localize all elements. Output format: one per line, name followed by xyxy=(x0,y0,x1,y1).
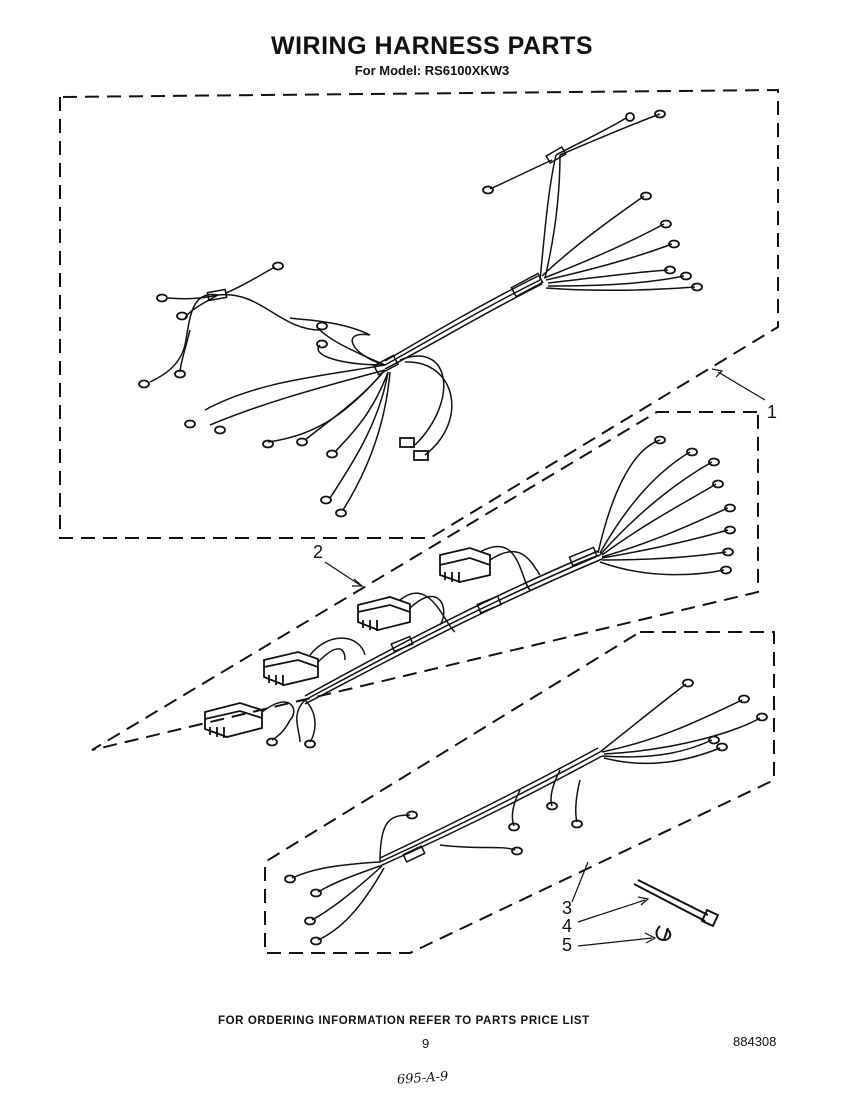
callout-4-leader xyxy=(577,899,646,923)
harness-part-2 xyxy=(204,435,736,749)
part-3-dashed-outline xyxy=(264,631,775,954)
ordering-info-note: FOR ORDERING INFORMATION REFER TO PARTS … xyxy=(218,1015,590,1027)
part-2-dashed-outline xyxy=(91,411,759,751)
callout-1-leader xyxy=(717,371,766,401)
harness-part-3 xyxy=(284,678,768,946)
cable-tie-part-4 xyxy=(577,879,720,928)
clip-part-5 xyxy=(577,925,672,947)
harness-part-1 xyxy=(138,109,703,518)
harness-part-3-group xyxy=(264,631,775,954)
model-number-label: For Model: RS6100XKW3 xyxy=(354,63,510,78)
part-1-dashed-outline xyxy=(59,88,779,539)
callout-3-leader xyxy=(571,861,589,903)
page-title: WIRING HARNESS PARTS xyxy=(270,32,594,60)
harness-part-2-group xyxy=(91,411,759,751)
callout-label-2: 2 xyxy=(313,542,323,562)
callout-label-4: 4 xyxy=(562,916,572,936)
callout-label-3: 3 xyxy=(562,898,572,918)
diagram-number: 884308 xyxy=(733,1034,777,1049)
callout-label-5: 5 xyxy=(562,935,572,955)
page-number: 9 xyxy=(422,1036,430,1051)
callout-2-leader xyxy=(324,561,361,586)
callout-5-leader xyxy=(577,937,653,947)
harness-part-1-group xyxy=(59,88,779,539)
callout-label-1: 1 xyxy=(767,402,777,422)
